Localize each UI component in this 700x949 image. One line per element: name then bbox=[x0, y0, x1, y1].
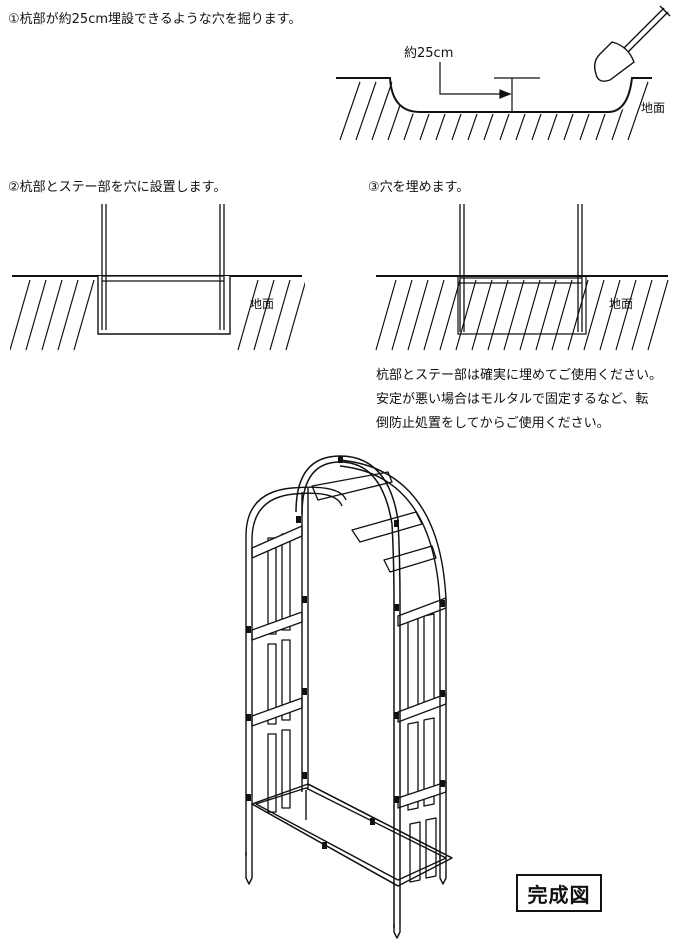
ground-stakes bbox=[245, 852, 447, 939]
step3-fill-diagram bbox=[375, 204, 669, 351]
filled-hole-outline bbox=[457, 276, 587, 335]
step1-hole-diagram bbox=[336, 5, 671, 140]
lattice-front-right bbox=[397, 597, 447, 883]
soil-hatching bbox=[375, 279, 669, 351]
caution-note: 杭部とステー部は確実に埋めてご使用ください。 安定が悪い場合はモルタルで固定する… bbox=[376, 364, 662, 436]
step2-title: ②杭部とステー部を穴に設置します。 bbox=[8, 180, 227, 195]
soil-hatching bbox=[10, 279, 305, 351]
ground-label: 地面 bbox=[641, 101, 666, 115]
step1-title: ①杭部が約25cm埋設できるような穴を掘ります。 bbox=[8, 12, 302, 27]
hole-cavity bbox=[98, 276, 230, 334]
ground-surface-with-hole bbox=[336, 77, 652, 113]
caution-note-line: 倒防止処置をしてからご使用ください。 bbox=[376, 416, 610, 431]
arch-frame-back bbox=[245, 459, 447, 858]
arch-leg-pair bbox=[101, 204, 225, 330]
hole-outline bbox=[97, 276, 231, 335]
completed-figure-label: 完成図 bbox=[516, 874, 602, 912]
completed-arch-illustration bbox=[245, 455, 453, 939]
lattice-back-left bbox=[251, 525, 303, 813]
arch-leg-pair bbox=[459, 204, 583, 332]
lattice-top bbox=[311, 471, 437, 573]
step2-install-diagram bbox=[10, 204, 305, 351]
step3-title: ③穴を埋めます。 bbox=[368, 180, 470, 195]
frame-joints bbox=[246, 456, 445, 849]
ground-label: 地面 bbox=[609, 297, 634, 311]
ground-label: 地面 bbox=[250, 297, 275, 311]
caution-note-line: 安定が悪い場合はモルタルで固定するなど、転 bbox=[376, 392, 649, 407]
depth-indicator bbox=[439, 62, 540, 112]
shovel-icon bbox=[593, 5, 671, 82]
caution-note-line: 杭部とステー部は確実に埋めてご使用ください。 bbox=[376, 368, 663, 383]
depth-measure-label: 約25cm bbox=[404, 46, 454, 61]
arch-frame-front bbox=[295, 455, 401, 928]
